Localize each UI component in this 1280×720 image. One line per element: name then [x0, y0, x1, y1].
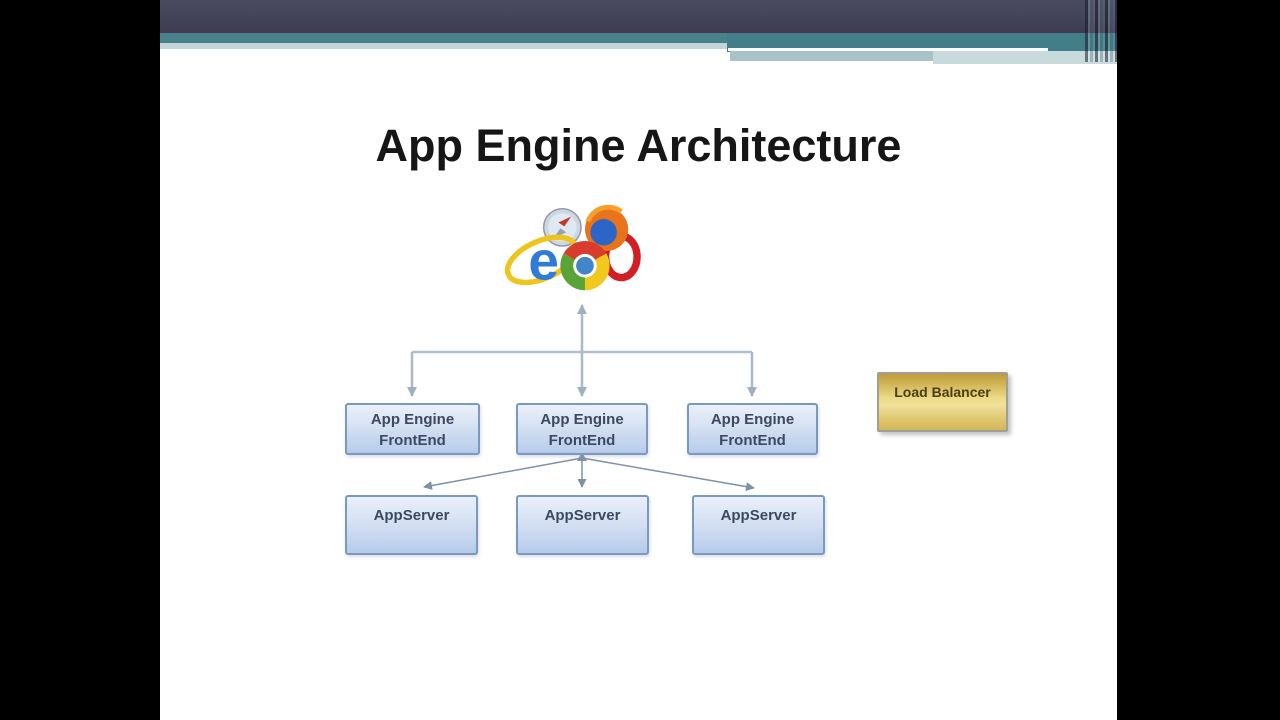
header-pale-stripe-light	[933, 51, 1117, 64]
frontend-node-2-line1: App Engine	[540, 411, 624, 428]
header-pale-stripe-left	[160, 43, 727, 49]
load-balancer-label: Load Balancer	[894, 384, 991, 400]
header-vertical-stripes	[1085, 0, 1117, 62]
frontend-node-1: App Engine FrontEnd	[345, 403, 480, 455]
frontend-node-3-line2: FrontEnd	[719, 432, 786, 449]
appserver-node-1-label: AppServer	[373, 507, 450, 524]
appserver-node-2-label: AppServer	[544, 507, 621, 524]
appserver-node-1: AppServer	[345, 495, 478, 555]
header-teal-stripe-left	[160, 33, 727, 43]
frontend-node-3-line1: App Engine	[710, 411, 795, 428]
presentation-slide: App Engine Architecture	[160, 0, 1117, 720]
load-balancer-node: Load Balancer	[877, 372, 1008, 432]
frontend-node-2: App Engine FrontEnd	[516, 403, 648, 455]
arrow-to-appserver-1	[423, 457, 583, 490]
frontend-node-1-line1: App Engine	[370, 411, 455, 428]
svg-text:e: e	[528, 229, 559, 291]
diagram-connectors	[407, 304, 757, 492]
appserver-node-3-label: AppServer	[720, 507, 797, 524]
browser-cluster: e	[504, 204, 641, 291]
header-dark-bar	[160, 0, 1117, 33]
slide-title: App Engine Architecture	[375, 120, 902, 171]
appserver-node-2: AppServer	[516, 495, 649, 555]
arrow-to-appserver-3	[581, 457, 755, 492]
header-pale-stripe-mid	[730, 51, 933, 61]
header-teal-stripe-right	[727, 33, 1117, 52]
header-white-line	[728, 48, 1048, 51]
frontend-node-3: App Engine FrontEnd	[687, 403, 818, 455]
firefox-icon	[584, 204, 629, 251]
frontend-node-1-line2: FrontEnd	[379, 432, 446, 449]
appserver-node-3: AppServer	[692, 495, 825, 555]
chrome-icon	[560, 241, 610, 291]
frontend-node-2-line2: FrontEnd	[548, 432, 616, 449]
